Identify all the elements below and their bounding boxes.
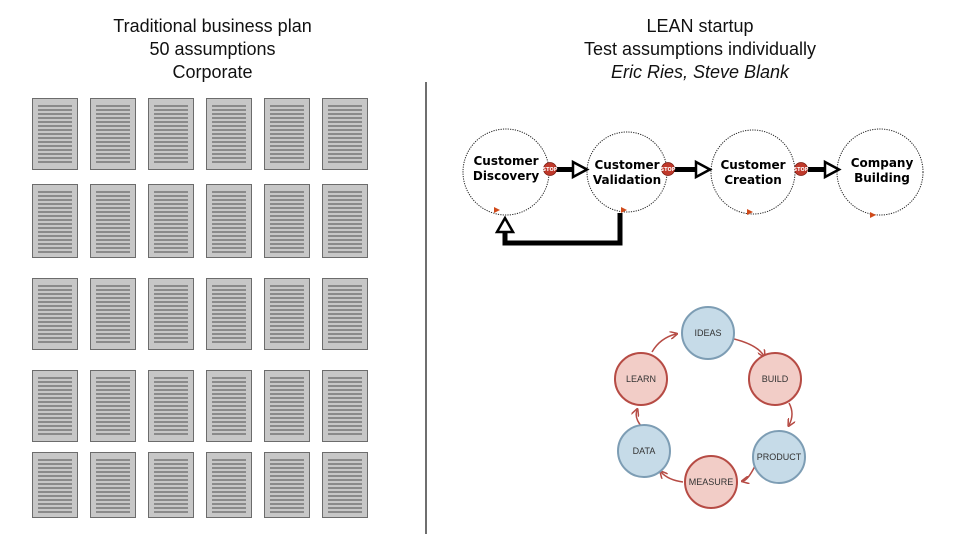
document-icon [322, 184, 368, 258]
build-measure-learn-cycle: IDEAS BUILD PRODUCT MEASURE DATA LEARN [614, 306, 806, 509]
lean-heading: LEAN startup Test assumptions individual… [510, 15, 890, 84]
stop-sign-icon: STOP [661, 162, 676, 176]
document-icon [32, 452, 78, 518]
node-label: PRODUCT [757, 452, 802, 462]
loop-marker [621, 207, 627, 213]
document-icon [206, 370, 252, 442]
stop-sign-label: STOP [661, 167, 676, 173]
document-icon [322, 370, 368, 442]
cycle-arrow [651, 334, 676, 353]
stop-sign-label: STOP [794, 167, 809, 173]
step-label-line2: Discovery [473, 169, 539, 183]
document-icon [206, 98, 252, 170]
step-customer-discovery: Customer Discovery [462, 128, 550, 216]
lean-subtitle: Test assumptions individually [583, 39, 817, 59]
node-circle [617, 424, 671, 478]
document-icon [90, 452, 136, 518]
cycle-node-product: PRODUCT [752, 430, 806, 484]
step-label-line1: Customer [594, 158, 659, 172]
document-icon [32, 98, 78, 170]
node-circle [752, 430, 806, 484]
loop-marker [747, 209, 753, 215]
document-icon [148, 184, 194, 258]
document-icon [148, 370, 194, 442]
step-label-line1: Customer [473, 154, 538, 168]
document-icon [148, 278, 194, 350]
loop-marker [494, 207, 500, 213]
corporate-label: Corporate [172, 62, 253, 82]
document-icon [32, 278, 78, 350]
document-icon [322, 278, 368, 350]
cycle-node-data: DATA [617, 424, 671, 478]
document-icon [206, 452, 252, 518]
node-circle [681, 306, 735, 360]
cycle-node-build: BUILD [748, 352, 802, 406]
document-icon [264, 184, 310, 258]
document-icon [32, 370, 78, 442]
step-circle [836, 128, 924, 216]
document-icon [322, 98, 368, 170]
step-circle [586, 131, 668, 213]
traditional-heading: Traditional business plan 50 assumptions… [40, 15, 385, 84]
stop-sign-icon: STOP [794, 162, 809, 176]
cycle-node-learn: LEARN [614, 352, 668, 406]
step-label-line1: Company [851, 156, 914, 170]
traditional-title: Traditional business plan [113, 16, 312, 36]
lean-title: LEAN startup [646, 16, 754, 36]
cycle-arrow [743, 465, 756, 481]
pivot-arrow [494, 213, 623, 246]
document-icon [90, 98, 136, 170]
lean-authors: Eric Ries, Steve Blank [610, 62, 790, 82]
node-label: BUILD [762, 374, 789, 384]
document-icon [322, 452, 368, 518]
document-icon [148, 452, 194, 518]
stop-sign-label: STOP [543, 167, 558, 173]
node-circle [614, 352, 668, 406]
document-icon [264, 278, 310, 350]
document-icon [90, 184, 136, 258]
stop-sign-icon: STOP [543, 162, 558, 176]
document-icon [32, 184, 78, 258]
document-icon [90, 370, 136, 442]
cycle-arrow [729, 337, 764, 356]
section-divider [425, 82, 427, 534]
node-label: LEARN [626, 374, 656, 384]
document-icon [264, 452, 310, 518]
document-icon [264, 98, 310, 170]
node-circle [748, 352, 802, 406]
cycle-node-measure: MEASURE [684, 455, 738, 509]
lean-diagram: Customer Discovery Customer Validation C… [462, 128, 924, 509]
step-label-line2: Creation [724, 173, 782, 187]
customer-development-process: Customer Discovery Customer Validation C… [462, 128, 924, 246]
step-customer-validation: Customer Validation [586, 131, 668, 213]
step-label-line2: Building [854, 171, 910, 185]
loop-marker [870, 212, 876, 218]
step-customer-creation: Customer Creation [710, 129, 796, 215]
document-icon [90, 278, 136, 350]
node-label: DATA [633, 446, 656, 456]
node-label: MEASURE [689, 477, 734, 487]
arrow-creation-to-building [808, 159, 842, 180]
arrow-validation-to-creation [673, 159, 713, 180]
document-icon [206, 278, 252, 350]
step-company-building: Company Building [836, 128, 924, 218]
arrow-discovery-to-validation [556, 159, 590, 180]
step-label-line1: Customer [720, 158, 785, 172]
business-plan-documents [0, 0, 420, 540]
document-icon [148, 98, 194, 170]
document-icon [206, 184, 252, 258]
step-label-line2: Validation [593, 173, 661, 187]
step-circle [710, 129, 796, 215]
node-label: IDEAS [694, 328, 721, 338]
assumption-count: 50 assumptions [149, 39, 276, 59]
document-icon [264, 370, 310, 442]
node-circle [684, 455, 738, 509]
cycle-arrow [661, 472, 684, 483]
cycle-arrow [789, 402, 792, 425]
cycle-node-ideas: IDEAS [681, 306, 735, 360]
